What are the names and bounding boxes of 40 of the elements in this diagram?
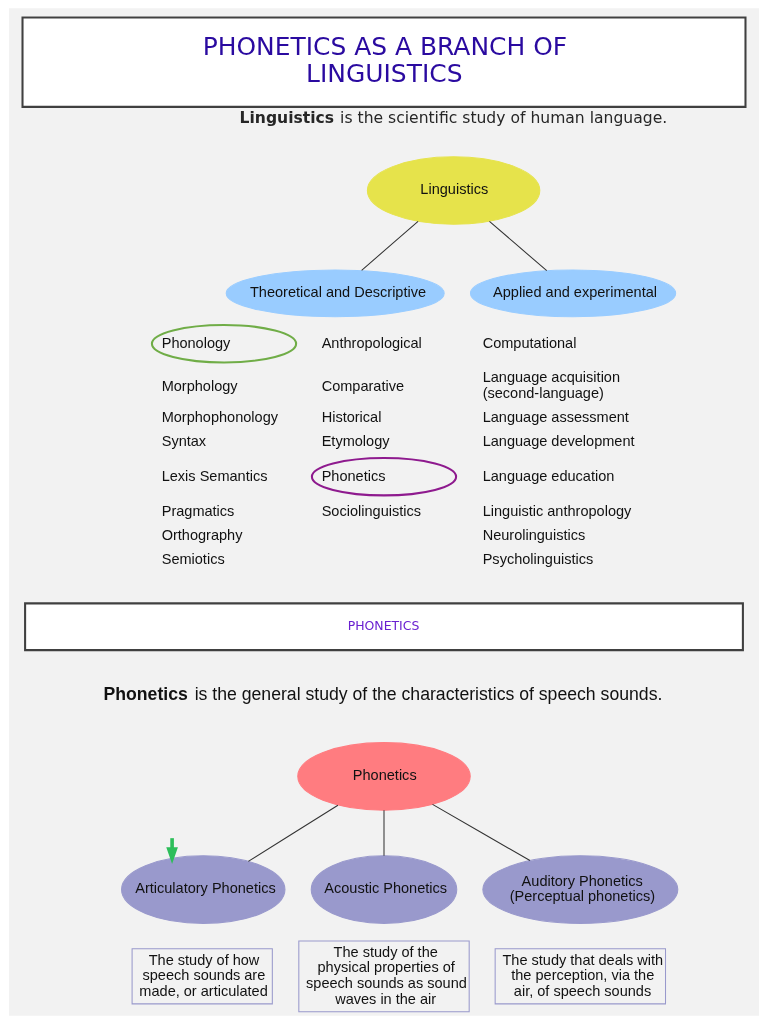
node-box: The study that deals with the perception, via the air, of speech sounds (494, 948, 667, 1005)
label: Syntax (161, 433, 207, 450)
label: Morphology (161, 377, 238, 394)
label: Psycholinguistics (482, 550, 594, 567)
node-box: The study of the physical properties of speech sounds as sound waves in the air (298, 940, 470, 1013)
label: Computational (482, 335, 577, 352)
connector (247, 804, 339, 862)
node-ellipse: Phonology (150, 323, 298, 364)
node-ellipse: Acoustic Phonetics (310, 855, 458, 924)
arrow (166, 838, 178, 864)
label: Orthography (161, 526, 243, 543)
label: Sociolinguistics (321, 502, 422, 519)
label: Comparative (321, 377, 405, 394)
node-ellipse: Phonetics (297, 742, 471, 811)
node-ellipse: Phonetics (310, 456, 458, 497)
diagram-title: PHONETICS AS A BRANCH OF LINGUISTICS (202, 32, 568, 89)
connector (488, 220, 548, 272)
label: Historical (321, 409, 382, 426)
label: Language education (482, 468, 615, 485)
node-ellipse: Linguistics (366, 156, 541, 225)
node-ellipse: Theoretical and Descriptive (225, 269, 445, 318)
label: Phonetics is the general study of the characteristics of speech sounds. (103, 683, 663, 704)
label: Language assessment (482, 409, 629, 426)
label: Linguistic anthropology (482, 502, 632, 519)
label: Linguistics is the scientific study of human language. (239, 109, 668, 128)
node-ellipse: Applied and experimental (469, 269, 677, 318)
label: Pragmatics (161, 502, 235, 519)
node-box: The study of how speech sounds are made, or articulated (131, 948, 273, 1005)
label: Morphophonology (161, 409, 279, 426)
node-ellipse: Articulatory Phonetics (121, 855, 286, 924)
label: Language acquisition (second-language) (482, 369, 621, 401)
label: Lexis Semantics (161, 468, 268, 485)
connector (432, 803, 531, 862)
node-box: PHONETICS (24, 602, 744, 652)
connector (361, 220, 419, 271)
label: Anthropological (321, 335, 422, 352)
label: Neurolinguistics (482, 526, 586, 543)
label: Language development (482, 433, 635, 450)
label: Semiotics (161, 550, 225, 567)
node-ellipse: Auditory Phonetics (Perceptual phonetics) (482, 855, 679, 924)
